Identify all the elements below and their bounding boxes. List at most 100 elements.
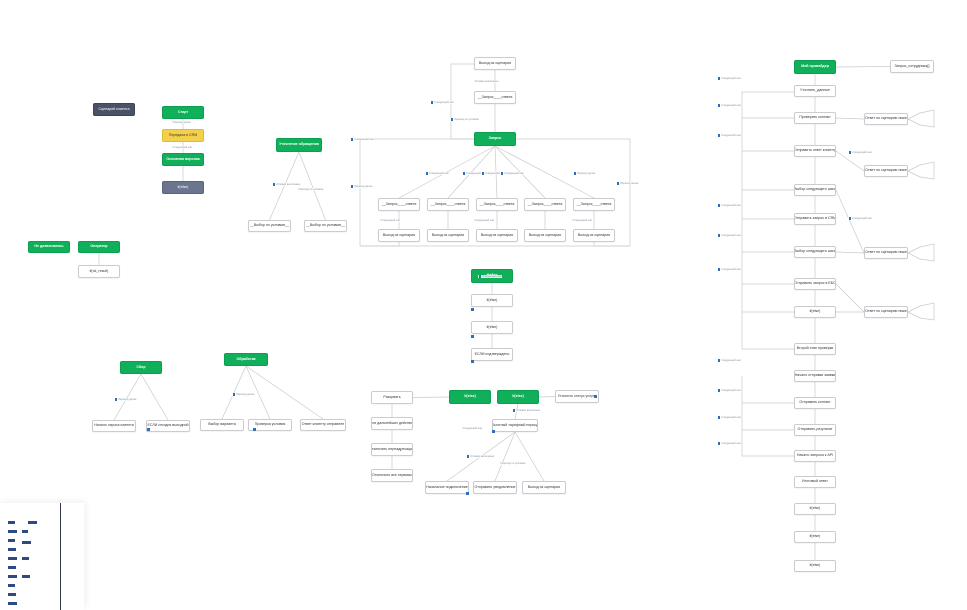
node-bl-w1[interactable]: Начало опроса клиента — [92, 420, 136, 432]
node-rt-r15[interactable]: if(else) — [794, 503, 836, 515]
node-bc-w3[interactable]: Отключить все сервисы — [371, 469, 413, 482]
node-bc-g2[interactable]: if(else) — [497, 390, 539, 404]
node-rt-r7[interactable]: Отправить запрос в ЕБС — [794, 278, 836, 290]
minimap-bar — [22, 530, 28, 533]
edge-label: Следующий шаг — [848, 151, 873, 154]
node-rt-r12[interactable]: Отправить результат — [794, 424, 836, 436]
node-sl-g1[interactable]: Не дозвонились — [28, 241, 70, 253]
node-ct-b1[interactable]: __Запрос____ответа — [378, 198, 420, 211]
edge-label-text: Переход далее — [172, 121, 191, 124]
node-rt-r14[interactable]: Итоговый ответ — [794, 476, 836, 488]
node-rt-r10[interactable]: Начало отправки заявки — [794, 370, 836, 382]
node-ct-b3[interactable]: __Запрос____ответа — [476, 198, 518, 211]
edge-badge-icon — [717, 416, 721, 419]
node-rt-r3[interactable]: Отправить ответ клиенту — [794, 145, 836, 157]
node-bl-w3[interactable]: Выбор варианта — [200, 419, 244, 431]
node-bl-w2[interactable]: ЕСЛИ сегодня выходной — [146, 420, 190, 432]
edge-label-text: Следующий шаг — [172, 146, 193, 149]
node-rt-r8[interactable]: if(else) — [794, 306, 836, 318]
edge-badge-icon — [350, 185, 354, 188]
minimap-bar — [8, 548, 16, 551]
edge-label-text: Следующий шаг — [852, 151, 872, 154]
node-bc-wm[interactable]: Льготный тарифный период — [492, 419, 538, 432]
node-rt-r2[interactable]: Проверить контакт — [794, 112, 836, 124]
node-rt-g[interactable]: Мой провайдер — [794, 60, 836, 74]
edge-hook-1 — [907, 109, 935, 128]
edge-badge-icon — [717, 104, 721, 107]
node-ct-c1[interactable]: Выход из сценария — [378, 229, 420, 242]
node-left-g1[interactable]: Старт — [162, 106, 204, 119]
node-rt-s2[interactable]: Ответ по сценарию ниже — [864, 165, 908, 177]
node-ct-b5[interactable]: __Запрос____ответа — [573, 198, 615, 211]
node-bc-g1[interactable]: if(else) — [449, 390, 491, 404]
node-left-s[interactable]: if(else) — [162, 181, 204, 194]
node-rt-s4[interactable]: Ответ по сценарию ниже — [864, 306, 908, 318]
edge-label-text: Следующий шаг — [504, 172, 524, 175]
node-cm-w1[interactable]: if(else) — [471, 294, 513, 307]
node-rt-r6[interactable]: Выбор следующего шага — [794, 246, 836, 258]
edge-bl_g2-bl_w4 — [245, 365, 271, 420]
edge-label-text: Условие выполнено — [516, 409, 541, 412]
node-bc-l3[interactable]: Выход из сценария — [522, 481, 566, 494]
node-rt-r13[interactable]: Начало запроса к API — [794, 450, 836, 462]
node-rt-r11[interactable]: Отправить контакт — [794, 397, 836, 409]
node-cm-w3[interactable]: ЕСЛИ подтверждено — [471, 348, 513, 361]
node-mid-w2[interactable]: __Выбор по условию__ — [304, 220, 347, 232]
node-ct-c3[interactable]: Выход из сценария — [476, 229, 518, 242]
edge-badge-icon — [573, 172, 577, 175]
node-ct-c5[interactable]: Выход из сценария — [573, 229, 615, 242]
node-ct-g[interactable]: Запрос — [474, 132, 516, 146]
node-rt-r1[interactable]: Уточнить_данные — [794, 85, 836, 97]
node-left-g2[interactable]: Основная воронка — [162, 153, 204, 166]
node-ct-top[interactable]: Выход из сценария — [474, 57, 516, 70]
node-marker-icon — [466, 492, 469, 495]
node-bc-wr[interactable]: Уточнить статус услуги — [555, 390, 599, 403]
node-rt-s3[interactable]: Ответ по сценарию ниже — [864, 247, 908, 259]
node-bl-w5[interactable]: Ответ клиенту отправлен — [300, 419, 346, 431]
node-mid-w1[interactable]: __Выбор по условию__ — [248, 220, 291, 232]
edge-label-text: Следующий шаг — [721, 204, 741, 207]
edge-label-text: Условие выполнено — [470, 455, 495, 458]
node-bl-g2[interactable]: Обработка — [224, 353, 268, 366]
edge-ct_g-ct_b5 — [494, 145, 595, 199]
edge-badge-icon — [450, 118, 454, 121]
node-sl-w[interactable]: if(ok_result) — [78, 265, 120, 278]
edge-bc_wm-bc_l2 — [494, 431, 516, 482]
node-sl-g2[interactable]: Оператор — [78, 241, 120, 253]
node-left-dark[interactable]: Сценарий клиента — [93, 103, 135, 116]
node-ct-c4[interactable]: Выход из сценария — [524, 229, 566, 242]
node-rt-r5[interactable]: Отправить запрос в CRM — [794, 213, 836, 225]
node-bc-w1[interactable]: Для дальнейших действий — [371, 417, 413, 430]
node-ct-b2[interactable]: __Запрос____ответа — [427, 198, 469, 211]
node-bc-l1[interactable]: Начальное подключение — [425, 481, 469, 494]
edge-label: Следующий шаг — [474, 219, 495, 222]
node-ct-b4[interactable]: __Запрос____ответа — [524, 198, 566, 211]
edge-label-text: Следующий шаг — [429, 172, 449, 175]
node-mid-g[interactable]: Уточнение обращения — [276, 138, 322, 152]
node-bc-w0[interactable]: Разорвать — [371, 391, 413, 404]
node-rt-r4[interactable]: Выбор следующего шага — [794, 184, 836, 196]
minimap-bar — [8, 539, 15, 542]
edge-badge-icon — [717, 77, 721, 80]
node-bc-l2[interactable]: Отправить уведомление — [473, 481, 517, 494]
node-rt-r9[interactable]: Второй этап проверки — [794, 343, 836, 355]
node-bl-w4[interactable]: Проверка условия — [248, 419, 292, 431]
node-cm-w2[interactable]: if(else) — [471, 321, 513, 334]
node-rt-r16[interactable]: if(else) — [794, 531, 836, 543]
node-ct-w2[interactable]: __Запрос____ответа — [474, 91, 516, 104]
minimap-bar — [8, 593, 16, 596]
node-rt-s1[interactable]: Ответ по сценарию ниже — [864, 113, 908, 125]
node-ct-c2[interactable]: Выход из сценария — [427, 229, 469, 242]
edge-label: Следующий шаг — [481, 172, 506, 175]
minimap[interactable] — [0, 503, 84, 610]
node-bc-w2[interactable]: Отключить переадресацию — [371, 443, 413, 456]
node-bl-g1[interactable]: Сбор — [120, 361, 162, 374]
edge-badge-icon — [717, 134, 721, 137]
edge-badge-icon — [114, 398, 118, 401]
node-left-y[interactable]: Передача в CRM — [162, 129, 204, 142]
node-rt-side[interactable]: Запрос_сотрудника{} — [890, 60, 934, 73]
node-rt-r17[interactable]: if(else) — [794, 560, 836, 572]
edge-label: Следующий шаг — [350, 138, 375, 141]
edge-label-text: Переход по условию — [298, 188, 324, 191]
